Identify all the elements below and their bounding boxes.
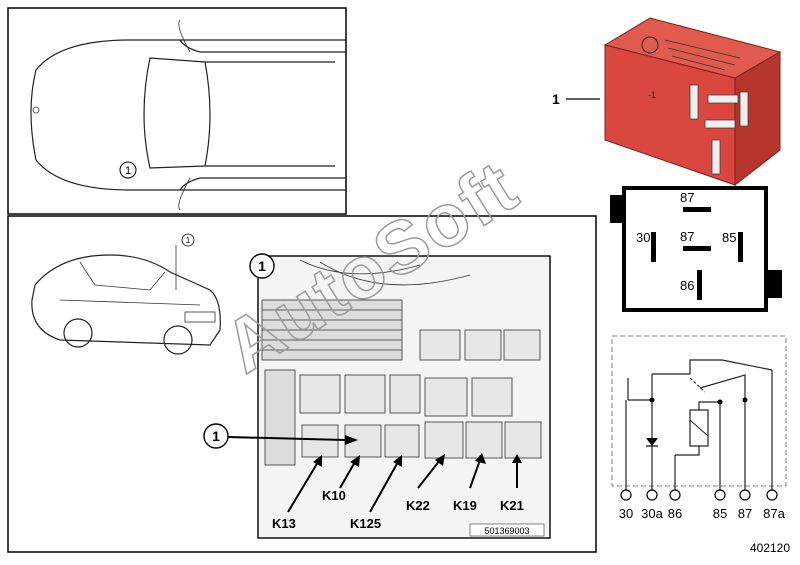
- schematic-pin-87: 87: [738, 506, 752, 521]
- relay-label-k22: K22: [406, 498, 430, 513]
- face-pin-85: 85: [722, 230, 736, 245]
- svg-text:1: 1: [258, 258, 266, 274]
- relay-label-k10: K10: [322, 488, 346, 503]
- face-pin-87-mid: 87: [680, 229, 694, 244]
- part-number-label: 501369003: [484, 526, 529, 536]
- figure-number: 402120: [750, 541, 790, 555]
- relay-label-k13: K13: [272, 516, 296, 531]
- relay-pin-face: 87 30 87 85 86: [610, 186, 782, 312]
- relay-illustration: 1 -1: [552, 17, 782, 187]
- schematic-pin-30a: 30a: [641, 506, 663, 521]
- fuse-box-drawing: 501369003: [257, 255, 551, 539]
- relay-schematic: 30 30a 86 85 87 87a: [611, 335, 787, 521]
- schematic-pin-86: 86: [668, 506, 682, 521]
- relay-callout-pointer: 1: [203, 423, 358, 449]
- svg-text:1: 1: [552, 91, 560, 107]
- svg-text:1: 1: [212, 428, 220, 444]
- schematic-pin-87a: 87a: [763, 506, 785, 521]
- relay-label-k21: K21: [500, 498, 524, 513]
- schematic-pin-85: 85: [713, 506, 727, 521]
- face-pin-86: 86: [680, 278, 694, 293]
- schematic-pin-30: 30: [619, 506, 633, 521]
- car-top-view-panel: 1: [7, 7, 347, 215]
- relay-labels: K13 K10 K125 K22 K19 K21: [272, 488, 524, 531]
- fuse-box-panel: 1 50136900: [7, 215, 597, 553]
- face-pin-87-top: 87: [680, 190, 694, 205]
- relay-case-mark: -1: [648, 90, 656, 100]
- face-pin-30: 30: [636, 230, 650, 245]
- fuse-box-callout: 1: [249, 253, 275, 279]
- svg-text:1: 1: [125, 165, 131, 177]
- svg-text:1: 1: [186, 236, 191, 245]
- relay-label-k19: K19: [453, 498, 477, 513]
- relay-position-arrows: [287, 453, 522, 513]
- car-perspective: 1: [31, 233, 221, 355]
- top-view-callout: 1: [119, 161, 137, 179]
- relay-label-k125: K125: [350, 516, 381, 531]
